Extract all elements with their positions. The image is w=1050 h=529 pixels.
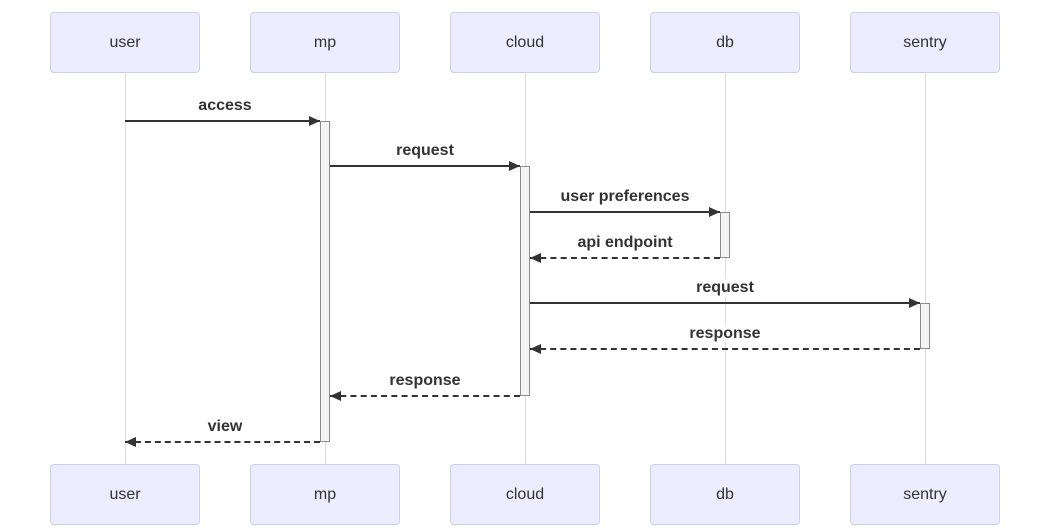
lifeline-db bbox=[725, 73, 726, 464]
message-line-api-endpoint bbox=[530, 257, 720, 259]
activation-mp bbox=[320, 121, 330, 442]
lifeline-sentry bbox=[925, 73, 926, 464]
message-line-response bbox=[330, 395, 520, 397]
message-label-user-preferences: user preferences bbox=[557, 188, 693, 206]
message-label-access: access bbox=[195, 97, 255, 115]
message-label-response: response bbox=[386, 372, 464, 390]
arrowhead-right-icon bbox=[909, 298, 920, 308]
message-label-api-endpoint: api endpoint bbox=[574, 234, 676, 252]
actor-box-bottom-mp: mp bbox=[250, 464, 400, 525]
arrowhead-left-icon bbox=[530, 253, 541, 263]
actor-box-top-mp: mp bbox=[250, 12, 400, 73]
actor-box-bottom-sentry: sentry bbox=[850, 464, 1000, 525]
message-label-request: request bbox=[393, 142, 457, 160]
actor-box-top-sentry: sentry bbox=[850, 12, 1000, 73]
arrowhead-left-icon bbox=[330, 391, 341, 401]
message-line-response bbox=[530, 348, 920, 350]
actor-box-bottom-user: user bbox=[50, 464, 200, 525]
arrowhead-left-icon bbox=[125, 437, 136, 447]
arrowhead-left-icon bbox=[530, 344, 541, 354]
activation-db bbox=[720, 212, 730, 258]
message-label-response: response bbox=[686, 325, 764, 343]
arrowhead-right-icon bbox=[309, 116, 320, 126]
activation-cloud bbox=[520, 166, 530, 396]
message-line-view bbox=[125, 441, 320, 443]
message-label-view: view bbox=[204, 418, 246, 436]
message-label-request: request bbox=[693, 279, 757, 297]
activation-sentry bbox=[920, 303, 930, 349]
lifeline-user bbox=[125, 73, 126, 464]
message-line-request bbox=[330, 165, 520, 167]
actor-box-top-cloud: cloud bbox=[450, 12, 600, 73]
actor-box-top-user: user bbox=[50, 12, 200, 73]
actor-box-bottom-db: db bbox=[650, 464, 800, 525]
arrowhead-right-icon bbox=[509, 161, 520, 171]
message-line-request bbox=[530, 302, 920, 304]
actor-box-bottom-cloud: cloud bbox=[450, 464, 600, 525]
arrowhead-right-icon bbox=[709, 207, 720, 217]
message-line-access bbox=[125, 120, 320, 122]
message-line-user-preferences bbox=[530, 211, 720, 213]
actor-box-top-db: db bbox=[650, 12, 800, 73]
